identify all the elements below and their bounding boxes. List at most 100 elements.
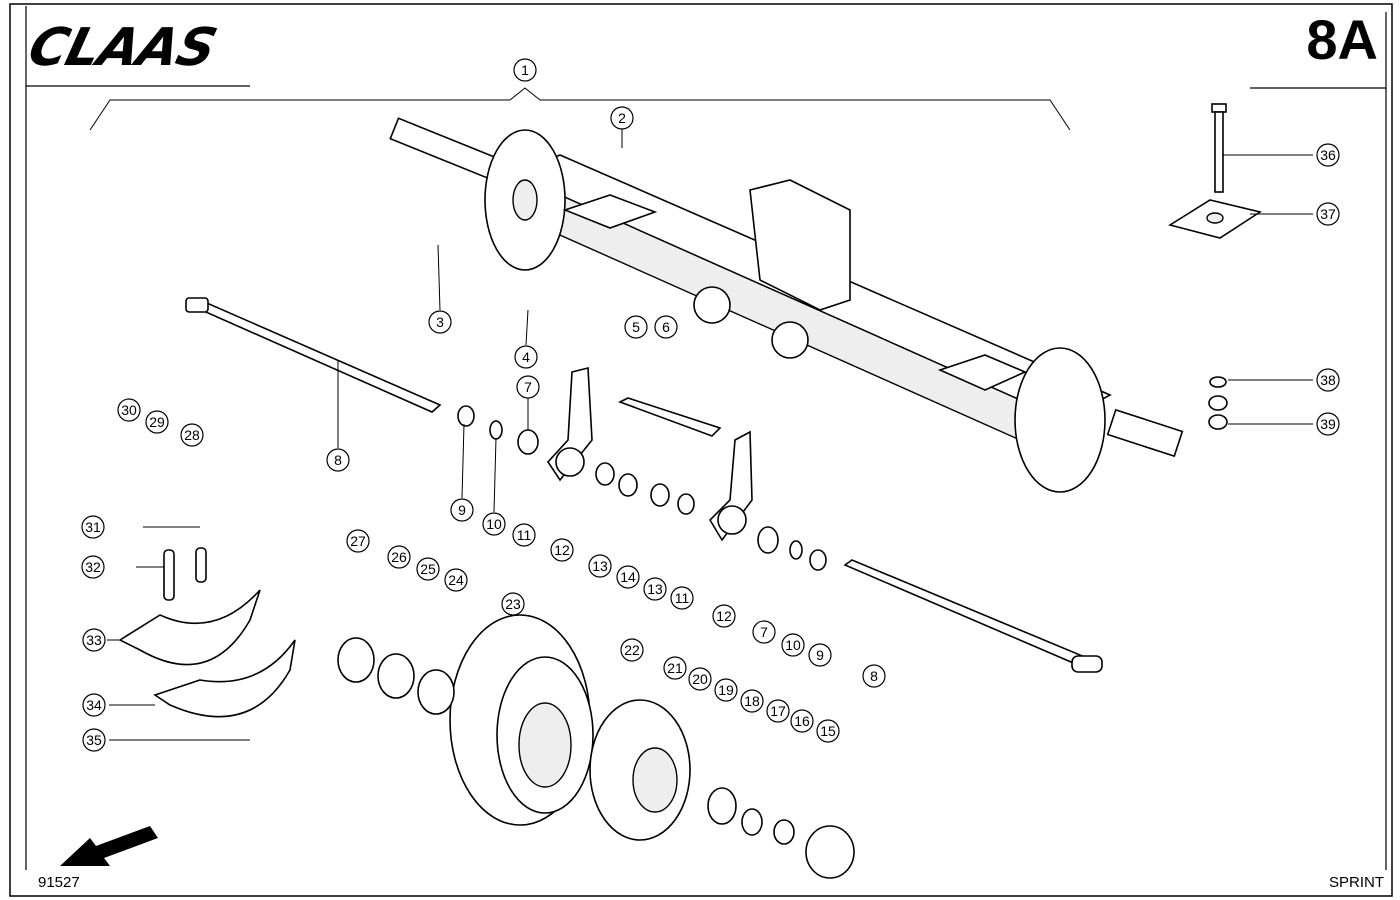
mounting-bolt <box>1211 103 1227 193</box>
svg-text:22: 22 <box>624 642 640 658</box>
callout-16: 16 <box>790 709 814 733</box>
callout-11b: 11 <box>670 586 694 610</box>
callout-2: 2 <box>610 106 634 130</box>
svg-text:10: 10 <box>486 516 502 532</box>
svg-text:14: 14 <box>620 569 636 585</box>
callout-13: 13 <box>588 554 612 578</box>
svg-text:7: 7 <box>760 624 768 640</box>
callout-12: 12 <box>550 538 574 562</box>
svg-text:9: 9 <box>458 502 466 518</box>
svg-text:9: 9 <box>816 647 824 663</box>
svg-text:25: 25 <box>420 561 436 577</box>
svg-text:8: 8 <box>870 668 878 684</box>
svg-text:2: 2 <box>618 110 626 126</box>
svg-text:6: 6 <box>662 319 670 335</box>
callout-33: 33 <box>82 628 106 652</box>
callout-19: 19 <box>714 678 738 702</box>
svg-text:37: 37 <box>1320 206 1336 222</box>
svg-text:32: 32 <box>85 559 101 575</box>
callout-9b: 9 <box>808 643 832 667</box>
callout-7: 7 <box>516 375 540 399</box>
callout-8: 8 <box>326 448 350 472</box>
svg-text:18: 18 <box>744 693 760 709</box>
callout-34: 34 <box>82 693 106 717</box>
wheel-hub <box>589 699 691 841</box>
mounting-plate <box>1168 199 1262 239</box>
callout-4: 4 <box>514 345 538 369</box>
drawing-frame <box>9 3 1393 897</box>
svg-text:16: 16 <box>794 713 810 729</box>
pivot-pin <box>617 397 722 437</box>
callout-14: 14 <box>616 565 640 589</box>
svg-text:26: 26 <box>391 549 407 565</box>
nuts-washers-right <box>1208 376 1228 430</box>
svg-text:1: 1 <box>521 62 529 78</box>
callout-11: 11 <box>512 523 536 547</box>
svg-text:29: 29 <box>149 414 165 430</box>
svg-text:13: 13 <box>647 581 663 597</box>
callout-21: 21 <box>663 656 687 680</box>
svg-text:30: 30 <box>121 402 137 418</box>
svg-text:19: 19 <box>718 682 734 698</box>
callout-30: 30 <box>117 398 141 422</box>
sheet-number: 8A <box>1306 8 1378 71</box>
document-number: 91527 <box>38 874 80 891</box>
svg-text:7: 7 <box>524 379 532 395</box>
svg-text:12: 12 <box>716 608 732 624</box>
svg-text:33: 33 <box>86 632 102 648</box>
svg-text:23: 23 <box>505 596 521 612</box>
callout-29: 29 <box>145 410 169 434</box>
callout-35: 35 <box>82 728 106 752</box>
callout-10b: 10 <box>781 633 805 657</box>
svg-text:31: 31 <box>85 519 101 535</box>
svg-text:34: 34 <box>86 697 102 713</box>
callout-20: 20 <box>688 667 712 691</box>
callout-27: 27 <box>346 529 370 553</box>
svg-text:17: 17 <box>770 703 786 719</box>
callout-1: 1 <box>513 58 537 82</box>
callout-12b: 12 <box>712 604 736 628</box>
svg-text:36: 36 <box>1320 147 1336 163</box>
svg-text:10: 10 <box>785 637 801 653</box>
callout-26: 26 <box>387 545 411 569</box>
callout-7b: 7 <box>752 620 776 644</box>
callout-23: 23 <box>501 592 525 616</box>
svg-text:20: 20 <box>692 671 708 687</box>
svg-text:12: 12 <box>554 542 570 558</box>
slack-adjuster-right <box>708 430 753 542</box>
callout-15: 15 <box>816 719 840 743</box>
callout-32: 32 <box>81 555 105 579</box>
svg-text:27: 27 <box>350 533 366 549</box>
callout-13b: 13 <box>643 577 667 601</box>
brake-camshaft-right <box>843 559 1103 673</box>
svg-text:4: 4 <box>522 349 530 365</box>
callout-9: 9 <box>450 498 474 522</box>
callout-24: 24 <box>444 568 468 592</box>
direction-arrow-icon <box>60 826 158 866</box>
callout-17: 17 <box>766 699 790 723</box>
callout-3: 3 <box>428 310 452 334</box>
svg-text:21: 21 <box>667 660 683 676</box>
brake-camshaft-left <box>185 297 442 413</box>
svg-text:11: 11 <box>675 590 690 606</box>
callout-36: 36 <box>1316 143 1340 167</box>
svg-text:24: 24 <box>448 572 464 588</box>
callout-group: 1 2 3 4 5 6 7 8 9 10 11 12 13 14 7 8 9 1… <box>81 58 1340 752</box>
svg-text:35: 35 <box>86 732 102 748</box>
callout-28: 28 <box>180 423 204 447</box>
axle-span-bracket <box>89 87 1071 131</box>
callout-5: 5 <box>624 315 648 339</box>
svg-text:15: 15 <box>820 723 836 739</box>
brake-drum <box>449 614 594 826</box>
svg-text:38: 38 <box>1320 372 1336 388</box>
callout-6: 6 <box>654 315 678 339</box>
svg-text:39: 39 <box>1320 416 1336 432</box>
svg-text:13: 13 <box>592 558 608 574</box>
small-washers <box>457 405 827 571</box>
callout-31: 31 <box>81 515 105 539</box>
svg-text:5: 5 <box>632 319 640 335</box>
callout-8b: 8 <box>862 664 886 688</box>
springs <box>163 547 207 601</box>
callout-10: 10 <box>482 512 506 536</box>
